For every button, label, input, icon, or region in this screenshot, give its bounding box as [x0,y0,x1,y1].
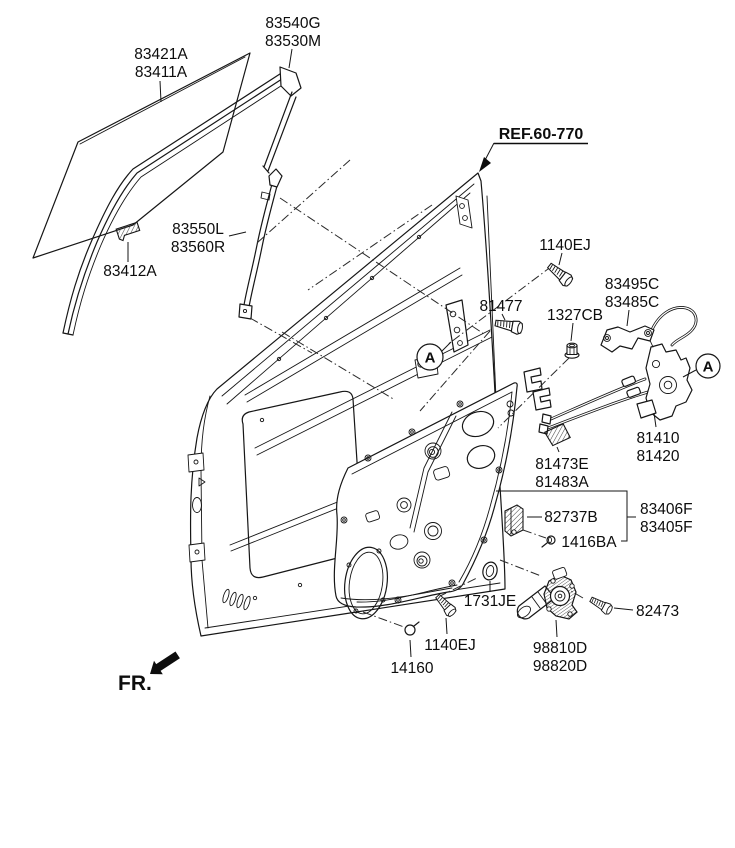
fr-direction-marker: FR. [118,651,180,695]
callout-channel-clip[interactable]: 81473E 81483A [535,446,589,491]
callout-82473[interactable]: 82473 [613,603,679,620]
channel-clip-drawing [543,423,571,447]
handle-base-drawing [600,306,698,353]
callout-1731je[interactable]: 1731JE [464,581,517,610]
window-motor-drawing [516,566,578,620]
callout-glass[interactable]: 83421A 83411A [134,46,188,103]
callout-module-panel-group[interactable]: 83406F 83405F [496,490,693,542]
part-number[interactable]: 83406F [640,501,693,518]
callout-bolt-lower[interactable]: 1140EJ [424,617,476,654]
part-number[interactable]: 83540G [265,15,320,32]
plug-14160 [404,621,420,636]
part-number[interactable]: 1140EJ [539,237,590,254]
part-number[interactable]: 83421A [134,46,188,63]
fr-arrow-icon [150,651,180,675]
part-number[interactable]: 83485C [605,294,659,311]
part-number[interactable]: 83530M [265,33,321,50]
detail-marker-a-right-label: A [703,359,714,376]
part-number[interactable]: 81477 [479,298,522,315]
part-number[interactable]: 81410 [636,430,679,447]
detail-marker-a-right: A [682,353,721,379]
part-number[interactable]: 81473E [535,456,588,473]
callout-ref-60-770[interactable]: REF.60-770 [479,126,588,172]
part-number[interactable]: 83411A [135,64,188,81]
phantom-lines [249,159,584,628]
rear-channel-strip-drawing [238,168,283,320]
part-number[interactable]: 83560R [171,239,225,256]
bolt-81477 [493,316,524,336]
detail-marker-a-mid-label: A [425,350,436,367]
callout-bolt-upper[interactable]: 1140EJ [539,237,591,266]
screw-1416ba [541,535,556,548]
part-number[interactable]: 81420 [636,448,679,465]
glass-grip-clip-drawing [115,221,141,242]
part-number[interactable]: 98820D [533,658,587,675]
detail-marker-a-mid: A [416,341,452,371]
callout-latch[interactable]: 81410 81420 [636,412,680,465]
part-number[interactable]: 83412A [103,263,157,280]
callout-glass-grip[interactable]: 83412A [103,242,157,280]
part-number[interactable]: 83495C [605,276,659,293]
ref-link[interactable]: REF.60-770 [499,126,584,143]
part-number[interactable]: 1416BA [561,534,617,551]
callout-handle-base[interactable]: 83495C 83485C [605,276,659,327]
callout-motor[interactable]: 98810D 98820D [533,619,587,675]
latch-cables-drawing [538,375,650,435]
module-panel-drawing [333,367,552,620]
part-number[interactable]: 14160 [390,660,433,677]
part-number[interactable]: 82737B [544,509,597,526]
bolt-1140ej-upper [544,260,576,289]
callout-14160[interactable]: 14160 [390,639,434,677]
callout-rear-channel[interactable]: 83550L 83560R [171,221,247,256]
callout-1327cb[interactable]: 1327CB [547,307,603,342]
ref-arrowhead [479,157,491,172]
part-number[interactable]: 1731JE [464,593,517,610]
door-glass-drawing [32,52,251,259]
glass-run-channel-drawing [62,66,302,336]
callout-run-channel[interactable]: 83540G 83530M [265,15,321,69]
part-number[interactable]: 98810D [533,640,587,657]
nut-1327cb [564,342,580,359]
guide-bracket-drawing [504,504,524,537]
part-number[interactable]: 1140EJ [424,637,475,654]
part-number[interactable]: 82473 [636,603,679,620]
callout-81477[interactable]: 81477 [479,298,523,321]
part-number[interactable]: 83405F [640,519,693,536]
fr-label: FR. [118,672,152,695]
callout-1416ba[interactable]: 1416BA [561,534,617,551]
part-number[interactable]: 81483A [535,474,589,491]
grommet-1731je [482,561,498,581]
part-number[interactable]: 1327CB [547,307,603,324]
screw-82473 [587,594,615,617]
callout-82737b[interactable]: 82737B [527,509,598,526]
part-number[interactable]: 83550L [172,221,224,238]
latch-drawing [636,330,693,421]
